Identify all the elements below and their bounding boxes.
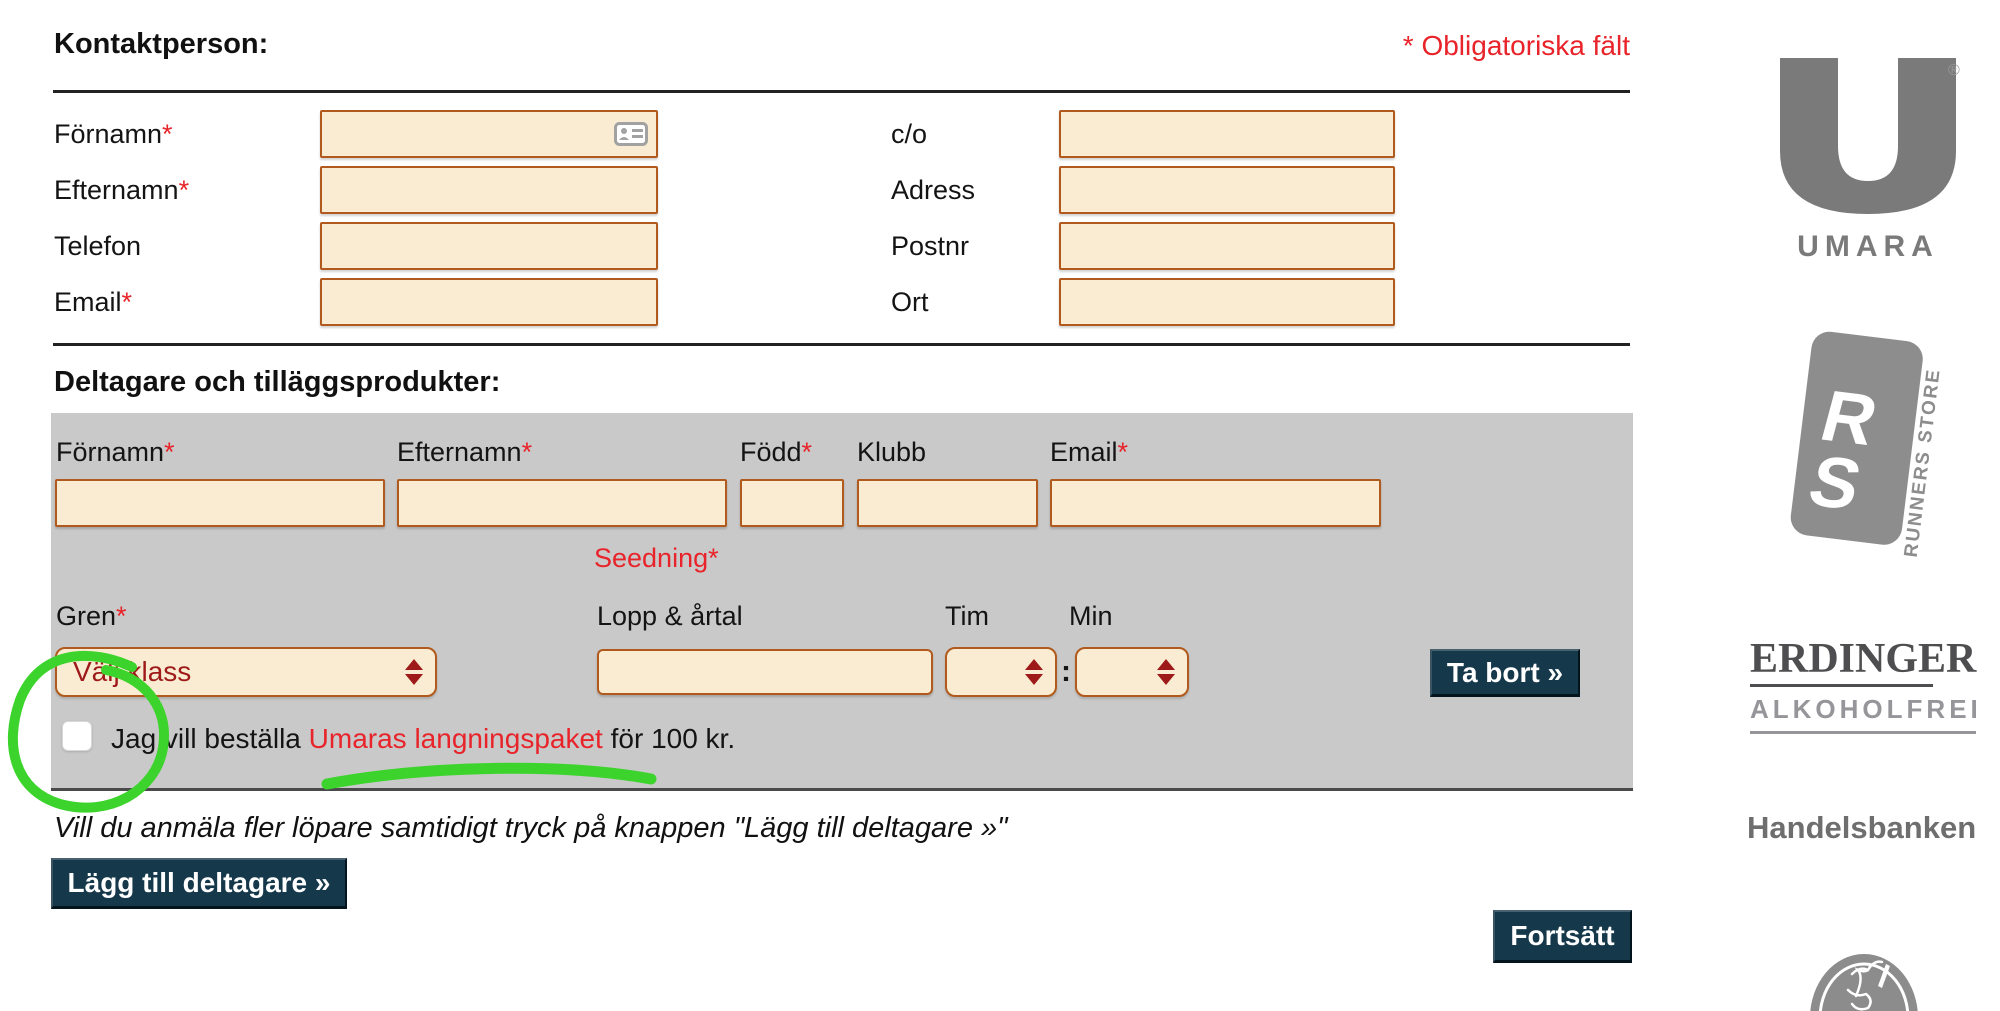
p-email-input[interactable] [1050,479,1381,527]
zipcode-input[interactable] [1059,222,1395,270]
p-firstname-input[interactable] [55,479,385,527]
umara-logo-text: UMARA [1797,230,1939,263]
runners-store-logo: R S RUNNERS STORE [1787,329,1962,562]
min-label: Min [1069,601,1113,631]
p-email-header: Email* [1050,437,1129,467]
select-arrows-icon [405,659,423,685]
divider [53,343,1630,346]
city-input[interactable] [1059,278,1395,326]
divider [53,90,1630,93]
address-input[interactable] [1059,166,1395,214]
co-input[interactable] [1059,110,1395,158]
addon-prefix: Jag vill beställa [111,723,309,754]
continue-button[interactable]: Fortsätt [1493,910,1632,963]
contact-section-title: Kontaktperson: [54,28,269,60]
autofill-contact-icon[interactable] [614,122,648,146]
lastname-label: Efternamn* [54,175,190,205]
select-arrows-icon [1157,659,1175,685]
participants-section-title: Deltagare och tilläggsprodukter: [54,366,501,398]
erdinger-rule [1750,684,1933,687]
runners-store-vertical-text: RUNNERS STORE [1900,367,1945,559]
email-input[interactable] [320,278,658,326]
p-club-header: Klubb [857,437,927,467]
langningspaket-checkbox[interactable] [62,721,92,751]
erdinger-subtitle: ALKOHOLFREI [1750,694,1982,724]
p-lastname-input[interactable] [397,479,727,527]
time-separator: : [1061,655,1071,688]
min-select[interactable] [1075,647,1189,697]
p-firstname-header: Förnamn* [56,437,175,467]
gren-select[interactable]: Välj klass [55,647,437,697]
addon-row-text: Jag vill beställa Umaras langningspaket … [111,723,735,755]
co-label: c/o [891,119,928,149]
umara-logo-icon [1780,58,1956,214]
handelsbanken-logo-text: Handelsbanken [1747,810,1977,845]
erdinger-rule [1750,731,1976,734]
runners-store-card: R S RUNNERS STORE [1788,329,1945,559]
rs-letter-s: S [1800,441,1870,526]
addon-suffix: för 100 kr. [602,723,736,754]
umara-trademark: ® [1948,62,1960,79]
add-participant-button[interactable]: Lägg till deltagare » [51,858,347,909]
p-club-input[interactable] [857,479,1038,527]
participant-panel: Förnamn* Efternamn* Född* Klubb Email* S… [51,413,1633,791]
langningspaket-link[interactable]: Umaras langningspaket [308,723,603,754]
tim-select[interactable] [945,647,1057,697]
erdinger-logo: ERDINGER ALKOHOLFREI [1750,636,1982,734]
lopp-input[interactable] [597,649,933,695]
erdinger-name: ERDINGER [1750,636,1977,682]
city-label: Ort [891,287,929,317]
address-label: Adress [891,175,976,205]
p-born-input[interactable] [740,479,844,527]
tim-label: Tim [945,601,989,631]
required-fields-note: * Obligatoriska fält [1402,30,1630,61]
email-label: Email* [54,287,133,317]
phone-label: Telefon [54,231,142,261]
p-born-header: Född* [740,437,813,467]
firstname-label: Förnamn* [54,119,173,149]
remove-participant-button[interactable]: Ta bort » [1430,649,1580,697]
gren-select-value: Välj klass [73,656,192,687]
gren-label: Gren* [56,601,127,631]
lastname-input[interactable] [320,166,658,214]
p-lastname-header: Efternamn* [397,437,533,467]
select-arrows-icon [1025,659,1043,685]
add-more-instruction: Vill du anmäla fler löpare samtidigt try… [54,812,1008,844]
firstname-input[interactable] [320,110,658,158]
seedning-label: Seedning* [594,543,719,573]
firstname-field-wrap [320,110,658,158]
zipcode-label: Postnr [891,231,970,261]
crest-badge-icon [1810,954,1918,1011]
lopp-label: Lopp & årtal [597,601,743,631]
phone-input[interactable] [320,222,658,270]
